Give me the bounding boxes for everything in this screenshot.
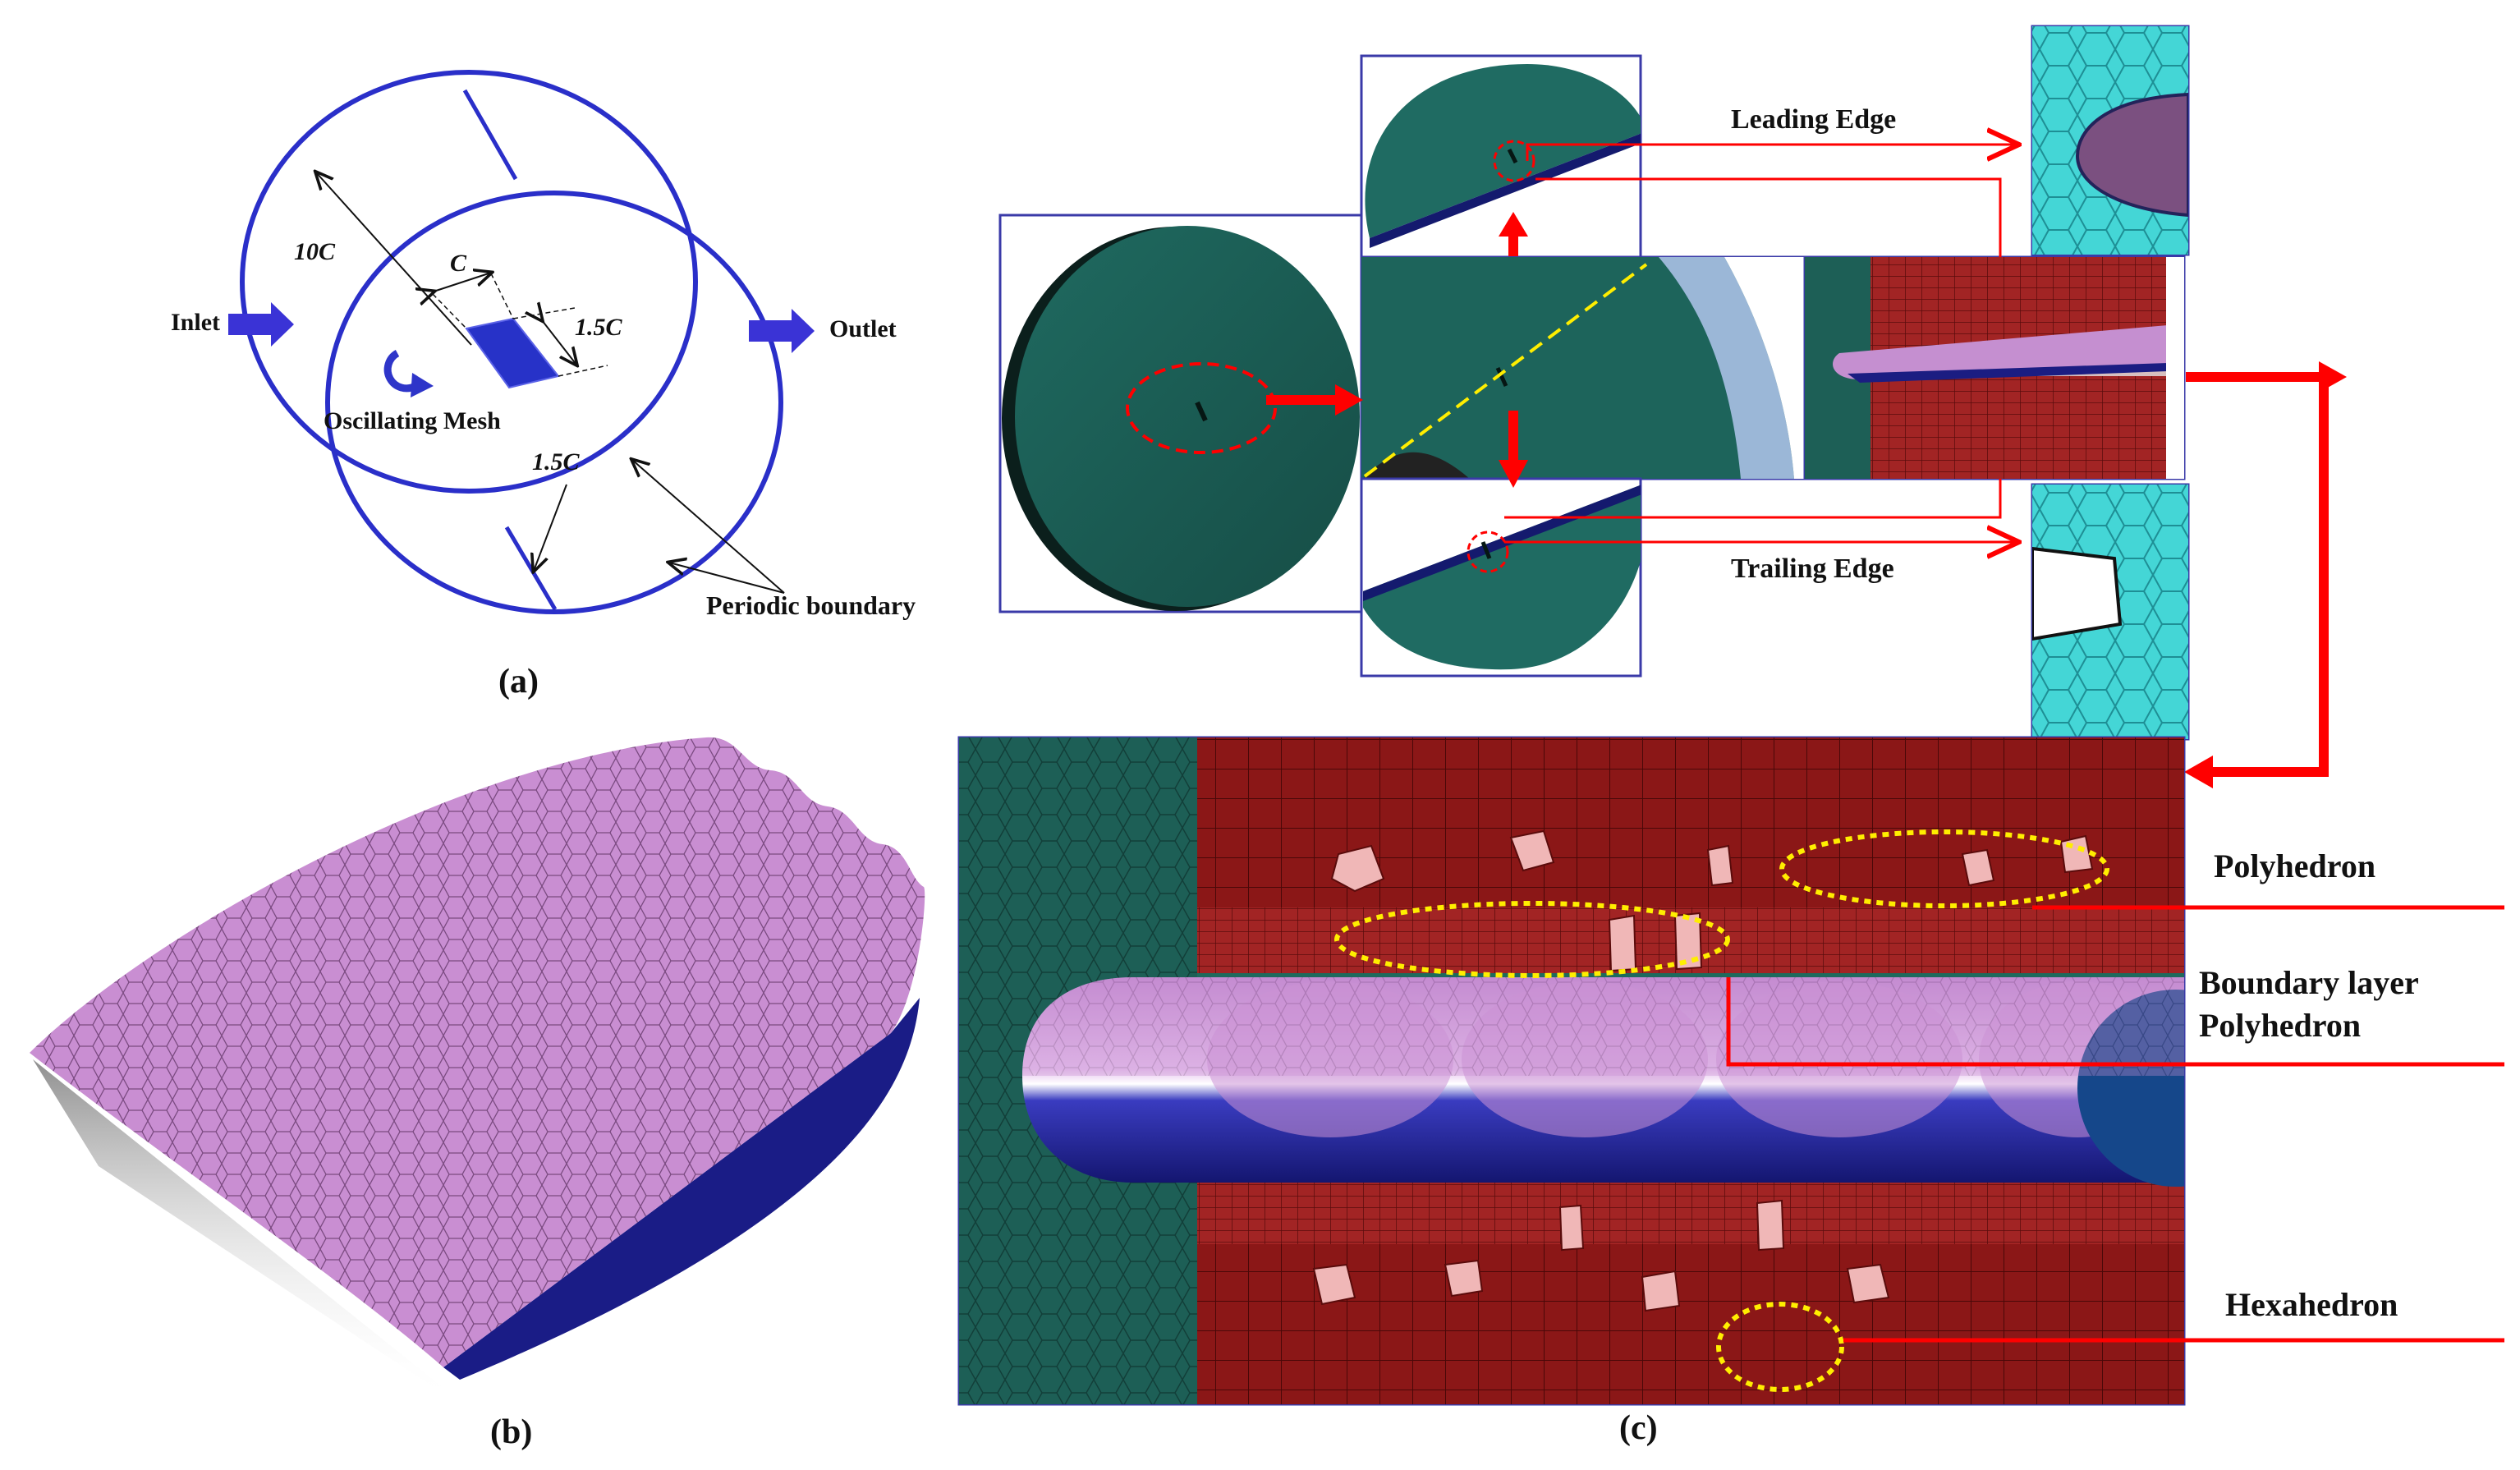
- inlet-arrow-icon: [228, 302, 294, 347]
- panel-a-caption: (a): [498, 663, 539, 701]
- hexahedron-label: Hexahedron: [2225, 1286, 2398, 1323]
- section-wing-underside: [1848, 363, 2168, 383]
- wing-upper-surface: [30, 737, 925, 1367]
- outlet-arrow-icon: [749, 309, 815, 353]
- periodic-pointer-upper: [632, 460, 785, 594]
- trailing-edge-label: Trailing Edge: [1731, 554, 1894, 584]
- trailing-edge-disc-rim: [1363, 485, 1641, 601]
- panel-c-caption: (c): [1619, 1409, 1658, 1447]
- radius-arrow: [316, 172, 472, 346]
- leading-edge-callout-box: [1535, 177, 2002, 257]
- wing-mesh-block: [465, 317, 560, 389]
- zoom-arrow-down-head: [1499, 460, 1528, 488]
- polyhedron-highlight: [1779, 829, 2109, 908]
- trailing-edge-disc-section: [1363, 485, 1641, 670]
- span-dim-line: [542, 320, 576, 365]
- leading-edge-detail-airfoil: [2075, 92, 2188, 218]
- boundary-layer-label-line1: Boundary layer: [2199, 964, 2419, 1001]
- radius-label: 10C: [294, 238, 336, 265]
- inlet-label: Inlet: [171, 309, 220, 336]
- periodic-cut-line-top: [462, 89, 518, 181]
- periodic-cut-line-bottom: [504, 526, 558, 611]
- overview-focus-circle: [1126, 362, 1277, 454]
- chord-ext-left: [432, 293, 467, 329]
- leading-edge-disc-section: [1365, 64, 1641, 238]
- airfoil-hex-overlay: [1022, 977, 2184, 1076]
- chord-dim-line: [434, 273, 491, 292]
- trailing-edge-slit: [1480, 541, 1492, 559]
- polyhedron-label: Polyhedron: [2214, 848, 2375, 884]
- leading-edge-slit: [1507, 148, 1518, 164]
- span-label: 1.5C: [575, 314, 623, 341]
- section-outer-white: [2166, 257, 2184, 479]
- oscillation-arrow-head: [411, 373, 434, 397]
- trailing-edge-detail-airfoil: [2032, 546, 2123, 641]
- outlet-label: Outlet: [829, 315, 897, 342]
- boundary-layer-pointer: [1726, 977, 2504, 1067]
- panel-c-mesh-views: Leading Edge Trailing Edge: [998, 25, 2347, 788]
- zoom-arrow-overview-head: [1335, 384, 1363, 416]
- wing-shadow: [33, 1059, 460, 1404]
- panel-b-wing-surface-mesh: (b): [30, 737, 925, 1451]
- hexahedron-highlight: [1716, 1302, 1844, 1392]
- main-view-link-head-left: [2184, 756, 2213, 788]
- main-view-link-line: [2186, 372, 2329, 777]
- leading-edge-label: Leading Edge: [1731, 104, 1896, 135]
- oscillating-mesh-label: Oscillating Mesh: [324, 407, 501, 434]
- panel-b-caption: (b): [490, 1413, 532, 1451]
- offset-arrow: [534, 484, 567, 571]
- span-ext-bottom: [558, 365, 608, 377]
- leading-edge-callout-line: [1526, 145, 2017, 161]
- panel-a-domain-sketch: Inlet Outlet 10C C 1.5C Oscillating Mesh…: [171, 70, 916, 701]
- overview-disc: [1015, 226, 1360, 607]
- oscillation-arrow-icon: [383, 350, 418, 393]
- boundary-layer-band-lower: [1197, 1183, 2184, 1244]
- trailing-edge-callout-box: [1504, 479, 2002, 519]
- mid-section-rim: [1659, 257, 1794, 479]
- span-ext-top: [512, 307, 576, 319]
- mid-section-slit: [1495, 366, 1508, 388]
- leading-edge-disc-rim: [1370, 133, 1641, 248]
- mid-section-outer: [1724, 257, 1805, 479]
- trailing-edge-focus-circle: [1467, 531, 1509, 573]
- boundary-layer-label-line2: Polyhedron: [2199, 1007, 2361, 1044]
- panel-c-main-mesh-detail: Polyhedron Boundary layer Polyhedron Hex…: [957, 736, 2504, 1447]
- leading-edge-focus-circle: [1493, 140, 1535, 182]
- overview-wing-slit: [1195, 401, 1208, 422]
- cut-plane-line: [1363, 263, 1648, 478]
- polyhedral-cells: [1312, 829, 2094, 1312]
- offset-label: 1.5C: [532, 448, 581, 475]
- boundary-layer-highlight: [1334, 901, 1730, 978]
- zoom-arrow-up-head: [1499, 212, 1528, 237]
- periodic-pointer-lower: [669, 563, 785, 594]
- periodic-boundary-label: Periodic boundary: [706, 590, 916, 620]
- wing-lower-surface: [443, 998, 920, 1380]
- main-view-link-head-right: [2319, 361, 2347, 393]
- periodic-domain-ellipse-lower: [325, 191, 783, 614]
- section-solid-lower: [1870, 376, 2166, 479]
- periodic-domain-ellipse-upper: [240, 70, 698, 494]
- chord-ext-right: [490, 273, 514, 319]
- chord-label: C: [450, 250, 467, 277]
